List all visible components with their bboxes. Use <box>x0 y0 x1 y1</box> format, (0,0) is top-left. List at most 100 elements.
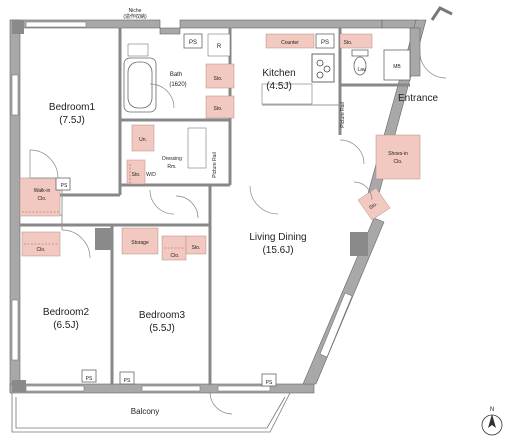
ps-label-5: PS <box>124 378 131 384</box>
sto-kitchen-1 <box>205 63 235 89</box>
ps-box-5 <box>119 371 135 385</box>
north-label: N <box>490 407 494 413</box>
door-lav <box>339 139 365 165</box>
door-entrance <box>419 51 447 79</box>
kitchen-island <box>261 83 313 105</box>
top-wall-right <box>381 19 419 29</box>
walk-in-label: Walk-in <box>34 188 51 194</box>
sto-lav-fill <box>339 33 373 49</box>
window-bedroom1 <box>11 74 19 116</box>
column-4 <box>12 380 26 392</box>
sto-b3-label: Sto. <box>192 245 201 251</box>
washbasin-counter <box>187 127 207 169</box>
un-label: Un. <box>139 137 147 143</box>
ps-box-1 <box>183 33 203 49</box>
door-living <box>249 185 279 215</box>
toilet-bowl <box>353 56 367 76</box>
bath-size: (1620) <box>169 82 186 88</box>
picture-rail-label-2: Picture Rail <box>340 102 346 128</box>
door-shoes <box>353 181 373 201</box>
bedroom1-size: (7.5J) <box>59 115 85 126</box>
ps-label-1: PS <box>189 40 197 46</box>
bath-name: Bath <box>170 72 182 78</box>
window-ld-bottom <box>217 385 271 392</box>
railing-stub <box>430 6 453 21</box>
shoes-in-fill <box>375 134 421 180</box>
window-bedroom2 <box>11 299 19 361</box>
ps-box-2 <box>315 33 335 49</box>
burner-1 <box>316 59 324 67</box>
shoes-in-clo-label: Clo. <box>394 159 403 165</box>
bedroom3-name: Bedroom3 <box>139 310 186 321</box>
shoes-in-label: Shoes-in <box>388 151 408 157</box>
burner-2 <box>323 65 331 73</box>
ps-box-4 <box>81 369 97 383</box>
living-size: (15.6J) <box>262 245 293 256</box>
door-balcony <box>209 391 233 415</box>
column-2 <box>350 232 368 256</box>
kitchen-name: Kitchen <box>262 68 295 79</box>
bedroom1-name: Bedroom1 <box>49 102 96 113</box>
clo-b3-label: Clo. <box>171 253 180 259</box>
doors <box>29 51 447 415</box>
toilet-icon <box>351 49 369 76</box>
wd-label: W/D <box>146 172 156 178</box>
mb-wall <box>409 27 421 77</box>
ps-boxes <box>55 33 335 387</box>
lav-label: Lav. <box>357 67 366 73</box>
windows <box>11 21 353 392</box>
niche-box <box>127 43 149 57</box>
ps-label-2: PS <box>321 40 329 46</box>
door-bedroom3 <box>149 189 175 215</box>
ps-box-6 <box>261 373 277 387</box>
sto-kitchen-2 <box>205 95 235 119</box>
counter-label: Counter <box>281 40 299 46</box>
top-wall-mid <box>179 19 383 29</box>
sto-dressing-fill <box>126 159 146 185</box>
ps-label-4: PS <box>86 376 93 382</box>
clo-b2-label: Clo. <box>37 247 46 253</box>
counter-fill <box>265 33 315 49</box>
door-bedroom2 <box>61 229 91 259</box>
fixture-labels: Niche (造作収納) PS R Counter PS Sto. Lav. M… <box>34 8 494 413</box>
bathtub-inner <box>127 61 153 109</box>
picture-rail-label-1: Picture Rail <box>212 152 218 178</box>
column-1 <box>95 228 112 250</box>
storage-fills <box>19 33 421 261</box>
balcony-inner <box>15 396 286 429</box>
storage-label: Storage <box>131 240 149 246</box>
burner-3 <box>316 71 324 79</box>
room-labels: Bedroom1 (7.5J) Bedroom2 (6.5J) Bedroom3… <box>43 68 439 416</box>
sto-kitchen-2-label: Sto. <box>214 106 223 112</box>
un-fill <box>131 124 155 152</box>
sto-kitchen-1-label: Sto. <box>214 76 223 82</box>
door-bedroom1 <box>29 149 59 179</box>
column-3 <box>12 20 24 34</box>
closet-rails <box>22 164 184 249</box>
window-b3-bottom <box>141 385 201 392</box>
walk-in-clo-label: Clo. <box>38 196 47 202</box>
columns <box>12 20 368 392</box>
compass-arrow-icon <box>488 414 496 428</box>
ps-label-6: PS <box>266 380 273 386</box>
niche-label: Niche <box>129 8 142 14</box>
window-ld-diag <box>319 292 353 358</box>
bathtub <box>123 57 157 113</box>
mb-box <box>383 49 411 81</box>
door-dressing <box>175 195 199 219</box>
kitchen-size: (4.5J) <box>266 81 292 92</box>
window-b1-top <box>25 21 87 28</box>
north-compass <box>481 414 503 436</box>
storage-fill <box>121 227 159 255</box>
top-wall-niche <box>159 27 181 35</box>
bedroom3-size: (5.5J) <box>149 323 175 334</box>
sto-entrance-label: Sto. <box>368 201 379 211</box>
door-bath <box>149 83 175 109</box>
stove-icon <box>311 53 335 83</box>
mb-label: MB <box>393 64 401 70</box>
walk-in-fill <box>19 177 61 217</box>
dressing-label: Dressing <box>162 156 182 162</box>
stove-outline <box>311 53 335 83</box>
bedroom2-name: Bedroom2 <box>43 307 90 318</box>
